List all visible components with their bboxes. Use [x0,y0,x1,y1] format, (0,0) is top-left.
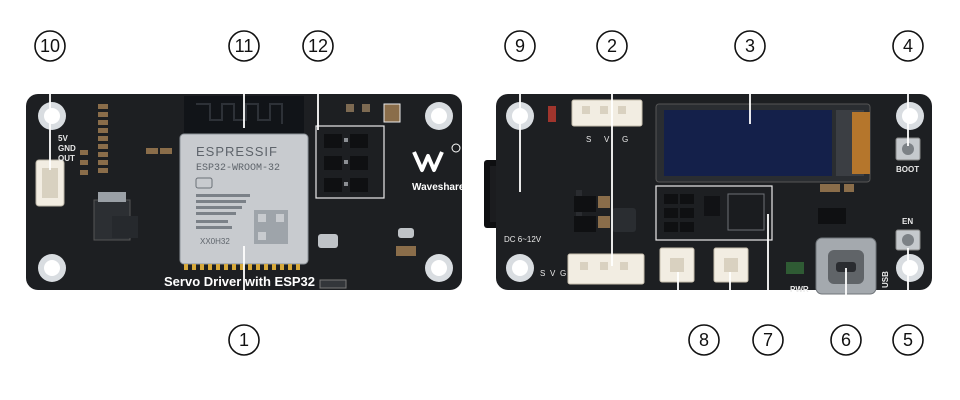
svg-text:9: 9 [515,36,525,56]
callout-3: 3 [734,30,766,62]
en-label: EN [902,217,913,226]
leader-line-8 [677,272,731,324]
left-board: 5V GND OUT ESPRESSIF ESP32-WROOM-32 [26,62,465,324]
callout-1: 1 [228,324,260,356]
servo-label-s-top: S [586,135,591,144]
svg-text:10: 10 [40,36,60,56]
servo-header-top [571,99,643,127]
esp32-module: ESPRESSIF ESP32-WROOM-32 XX0H32 [179,96,309,270]
callout-12: 12 [302,30,334,62]
pwr-label: PWR [790,285,809,294]
servo-label-g-top: G [622,135,628,144]
left-passive-components [80,104,172,175]
callout-5: 5 [892,324,924,356]
svg-text:3: 3 [745,36,755,56]
svg-text:6: 6 [841,330,851,350]
module-brand: ESPRESSIF [196,144,278,159]
callout-badges: 10 11 12 9 2 3 4 1 [34,30,924,356]
svg-text:11: 11 [235,36,254,56]
battery-management-circuit [655,185,773,241]
servo-label-v-top: V [604,135,610,144]
callout-4: 4 [892,30,924,62]
servo-label-g-bottom: G [560,269,566,278]
callout-8: 8 [688,324,720,356]
callout-9: 9 [504,30,536,62]
module-marking: XX0H32 [200,237,230,246]
inductor [612,208,636,232]
dc-input-label: DC 6~12V [504,235,542,244]
servo-driver-circuit [315,125,385,199]
module-model: ESP32-WROOM-32 [196,163,280,174]
svg-text:2: 2 [607,36,617,56]
svg-text:4: 4 [903,36,913,56]
left-misc-parts [318,103,416,289]
battery-connectors [659,247,749,283]
callout-11: 11 [228,30,260,62]
servo-label-s-bottom: S [540,269,545,278]
callout-2: 2 [596,30,628,62]
power-label-5v: 5V [58,134,68,143]
callout-7: 7 [752,324,784,356]
right-passive-components [548,106,854,274]
svg-text:7: 7 [763,330,773,350]
power-label-gnd: GND [58,144,76,153]
svg-text:1: 1 [239,330,249,350]
usb-label: USB [881,271,890,288]
usb-c-port [815,237,877,295]
en-button [895,229,921,251]
power-label-out: OUT [58,154,75,163]
svg-text:5: 5 [903,330,913,350]
servo-label-v-bottom: V [550,269,556,278]
callout-10: 10 [34,30,66,62]
svg-text:12: 12 [308,36,328,56]
oled-display [655,103,871,183]
servo-header-bottom [567,253,645,285]
left-mounting-holes [38,102,453,282]
svg-text:8: 8 [699,330,709,350]
voltage-regulator [93,192,138,241]
waveshare-brand-text: Waveshare [412,182,465,193]
boot-label: BOOT [896,165,919,174]
boot-button [895,137,921,161]
right-board: S V G S V G DC 6~12V [484,62,932,324]
board-label: Servo Driver with ESP32 [164,274,315,289]
waveshare-logo-left: Waveshare [412,143,465,193]
callout-6: 6 [830,324,862,356]
